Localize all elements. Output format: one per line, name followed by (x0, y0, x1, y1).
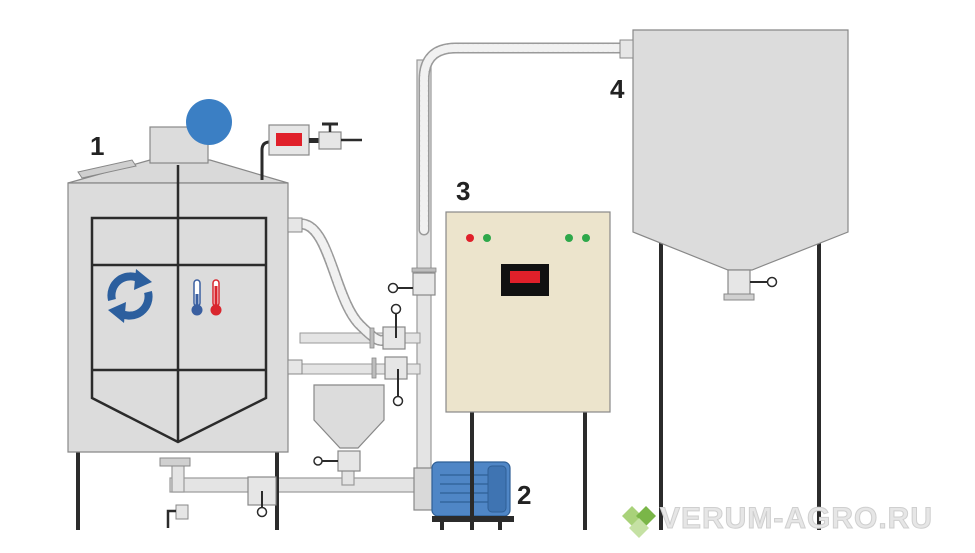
hopper-inlet (619, 39, 634, 59)
bottom-valve (247, 476, 277, 518)
label-hopper: 4 (610, 74, 625, 104)
pump-head (413, 467, 435, 511)
tank-mixer (67, 99, 303, 530)
label-pump: 2 (517, 480, 531, 510)
hopper-outlet-valve (727, 269, 751, 297)
tank-hatch (77, 159, 137, 179)
tank-jacket (90, 216, 268, 444)
cabinet-display-readout (510, 271, 540, 283)
storage-hopper (619, 29, 849, 530)
funnel-body (313, 384, 385, 449)
funnel-valve-knob (313, 456, 323, 466)
watermark-logo-icon (622, 506, 656, 538)
upper-branch-valve (382, 303, 406, 350)
hose-upper-jacket (297, 218, 401, 346)
pump (413, 461, 514, 530)
thermometer-hot-icon (210, 279, 222, 316)
upper-branch-pipe (299, 332, 421, 344)
cabinet-body (445, 211, 611, 413)
hopper-leg (817, 205, 821, 530)
valves (166, 267, 437, 528)
riser-valve (387, 272, 436, 296)
sensor-valve (318, 131, 342, 150)
hopper-leg (659, 205, 663, 530)
drain-valve (166, 504, 189, 528)
tank-port-upper (287, 217, 303, 233)
lower-branch-valve (384, 356, 408, 407)
tank-port-lower (287, 359, 303, 375)
tank-leg (275, 450, 279, 530)
label-cabinet: 3 (456, 176, 470, 206)
watermark: VERUM-AGRO.RU (622, 502, 933, 538)
bottom-pipe (169, 477, 426, 493)
hose-to-hopper (418, 42, 626, 236)
sensor-display (276, 133, 302, 146)
hose-to-hopper-inner (420, 44, 624, 234)
label-tank: 1 (90, 131, 104, 161)
indicator-green (483, 234, 491, 242)
circular-arrows-icon (107, 269, 153, 323)
indicator-red (466, 234, 474, 242)
indicator-green (582, 234, 590, 242)
loading-funnel (313, 384, 385, 472)
cabinet-leg (470, 412, 474, 530)
control-cabinet (445, 211, 611, 530)
tank-leg (76, 450, 80, 530)
hopper-body (632, 29, 849, 271)
sensor-connector (309, 138, 319, 143)
cabinet-leg (583, 412, 587, 530)
agitator-motor (186, 99, 232, 145)
funnel-valve (337, 450, 361, 472)
temperature-sensor-assembly (260, 122, 362, 180)
watermark-text: VERUM-AGRO.RU (660, 502, 933, 535)
thermometer-cold-icon (191, 279, 203, 316)
tank-outlet-flange (159, 457, 191, 467)
indicator-green (565, 234, 573, 242)
